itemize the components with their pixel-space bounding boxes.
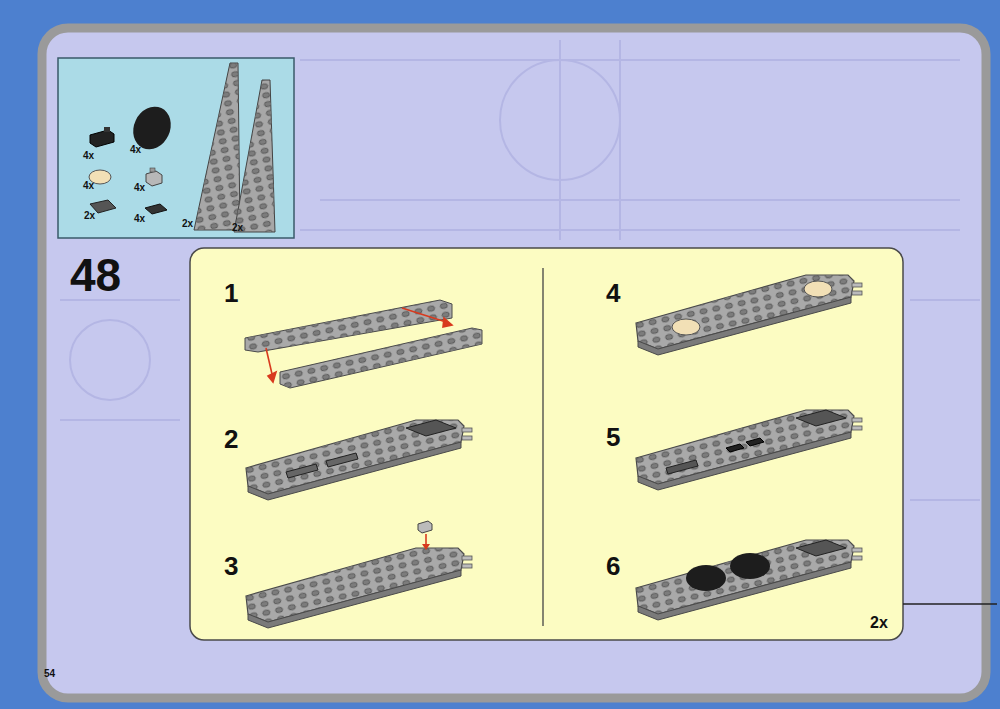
leader-line	[903, 603, 997, 604]
step3-assembly	[246, 521, 472, 628]
page-number: 54	[44, 668, 55, 679]
step6-assembly	[636, 540, 862, 620]
parts	[89, 63, 275, 232]
page-frame	[42, 28, 986, 698]
part-quantity: 4x	[83, 180, 94, 191]
step4-assembly	[636, 275, 862, 355]
step-panel: 1 2 3 4 5 6 2x	[190, 248, 903, 640]
step-number: 2	[224, 424, 238, 455]
step-number: 3	[224, 551, 238, 582]
part-quantity: 2x	[232, 222, 243, 233]
part-quantity: 4x	[134, 213, 145, 224]
step-number: 6	[606, 551, 620, 582]
step-number: 1	[224, 278, 238, 309]
step-number: 4	[606, 278, 620, 309]
part-quantity: 4x	[130, 144, 141, 155]
build-step-number: 48	[70, 248, 121, 302]
step-panel	[190, 248, 903, 640]
step1-plates	[245, 300, 482, 388]
step5-assembly	[636, 410, 862, 490]
part-quantity: 2x	[182, 218, 193, 229]
step-number: 5	[606, 422, 620, 453]
part-quantity: 2x	[84, 210, 95, 221]
divider	[542, 268, 543, 626]
parts-box	[58, 58, 294, 238]
step2-assembly	[246, 420, 472, 500]
part-quantity: 4x	[134, 182, 145, 193]
part-quantity: 4x	[83, 150, 94, 161]
parts-list: 4x 4x 4x 4x 2x 4x 2x 2x	[58, 58, 294, 238]
repeat-count: 2x	[870, 614, 888, 632]
